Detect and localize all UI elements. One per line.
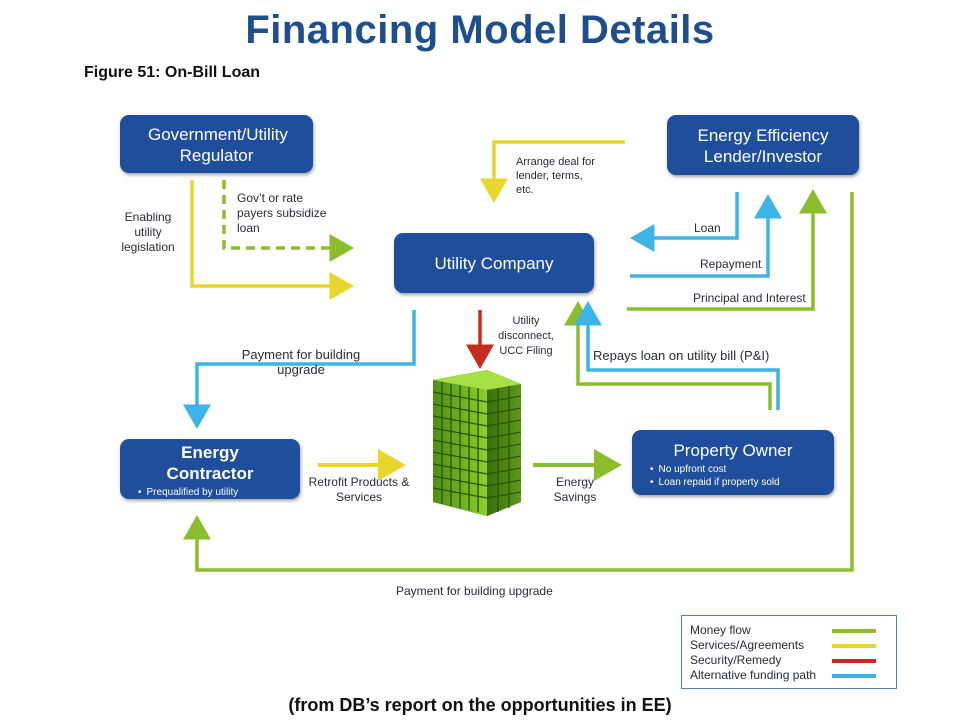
arrow-repays-loan-blue [574, 301, 780, 410]
contractor-bullets: Prequalified by utility [120, 486, 300, 499]
property-owner-box: Property Owner No upfront cost Loan repa… [632, 430, 834, 495]
utility-company-box: Utility Company [394, 233, 594, 293]
owner-bullets: No upfront cost Loan repaid if property … [632, 463, 834, 489]
legend: Money flow Services/Agreements Security/… [681, 615, 897, 689]
label-govt-subsidize: Gov’t or rate payers subsidize loan [237, 191, 327, 235]
arrow-payment-upgrade-main [183, 192, 854, 572]
utility-company-title: Utility Company [434, 254, 554, 273]
label-retrofit: Retrofit Products & Services [308, 475, 410, 504]
legend-swatch-security [832, 659, 876, 663]
label-energy-savings: Energy Savings [553, 475, 597, 504]
figure-caption: Figure 51: On-Bill Loan [84, 64, 261, 81]
arrow-repayment [630, 194, 782, 278]
label-payment-upgrade-bottom: Payment for building upgrade [396, 584, 553, 598]
lender-investor-box: Energy Efficiency Lender/Investor [667, 115, 859, 175]
source-footer: (from DB’s report on the opportunities i… [288, 695, 672, 715]
legend-item-label: Money flow [690, 623, 751, 637]
label-utility-disconnect: Utility disconnect, UCC Filing [498, 315, 554, 357]
building-image [432, 370, 522, 516]
arrow-govt-subsidize [222, 180, 354, 262]
arrow-principal-interest [627, 189, 827, 311]
government-regulator-title: Government/Utility Regulator [148, 125, 288, 165]
label-arrange-deal: Arrange deal for lender, terms, etc. [516, 156, 595, 196]
owner-bullet: No upfront cost [650, 463, 834, 476]
label-payment-upgrade-top: Payment for building upgrade [241, 347, 361, 377]
property-owner-title: Property Owner [673, 441, 793, 460]
energy-contractor-title: Energy Contractor [166, 443, 254, 483]
legend-swatch-services [832, 644, 876, 648]
arrow-loan [630, 192, 739, 252]
legend-item-label: Security/Remedy [690, 653, 782, 667]
label-principal-interest: Principal and Interest [693, 291, 806, 305]
owner-bullet: Loan repaid if property sold [650, 476, 834, 489]
arrow-payment-upgrade-alt [183, 310, 416, 429]
arrow-repays-loan-green [564, 301, 772, 410]
label-loan: Loan [694, 221, 721, 235]
label-repays-loan: Repays loan on utility bill (P&I) [593, 348, 770, 363]
legend-item-label: Alternative funding path [690, 668, 817, 682]
label-repayment: Repayment [700, 257, 762, 271]
arrow-enabling-legislation [190, 180, 354, 300]
legend-swatch-alternative [832, 674, 876, 678]
lender-investor-title: Energy Efficiency Lender/Investor [697, 126, 829, 166]
legend-item-label: Services/Agreements [690, 638, 805, 652]
legend-swatch-money-flow [832, 629, 876, 633]
energy-contractor-box: Energy Contractor Prequalified by utilit… [120, 439, 300, 499]
slide-title: Financing Model Details [245, 8, 715, 52]
arrow-arrange-deal [480, 140, 625, 203]
label-enabling-legislation: Enabling utility legislation [121, 210, 175, 254]
government-regulator-box: Government/Utility Regulator [120, 115, 313, 173]
contractor-bullet: Prequalified by utility [138, 486, 300, 499]
